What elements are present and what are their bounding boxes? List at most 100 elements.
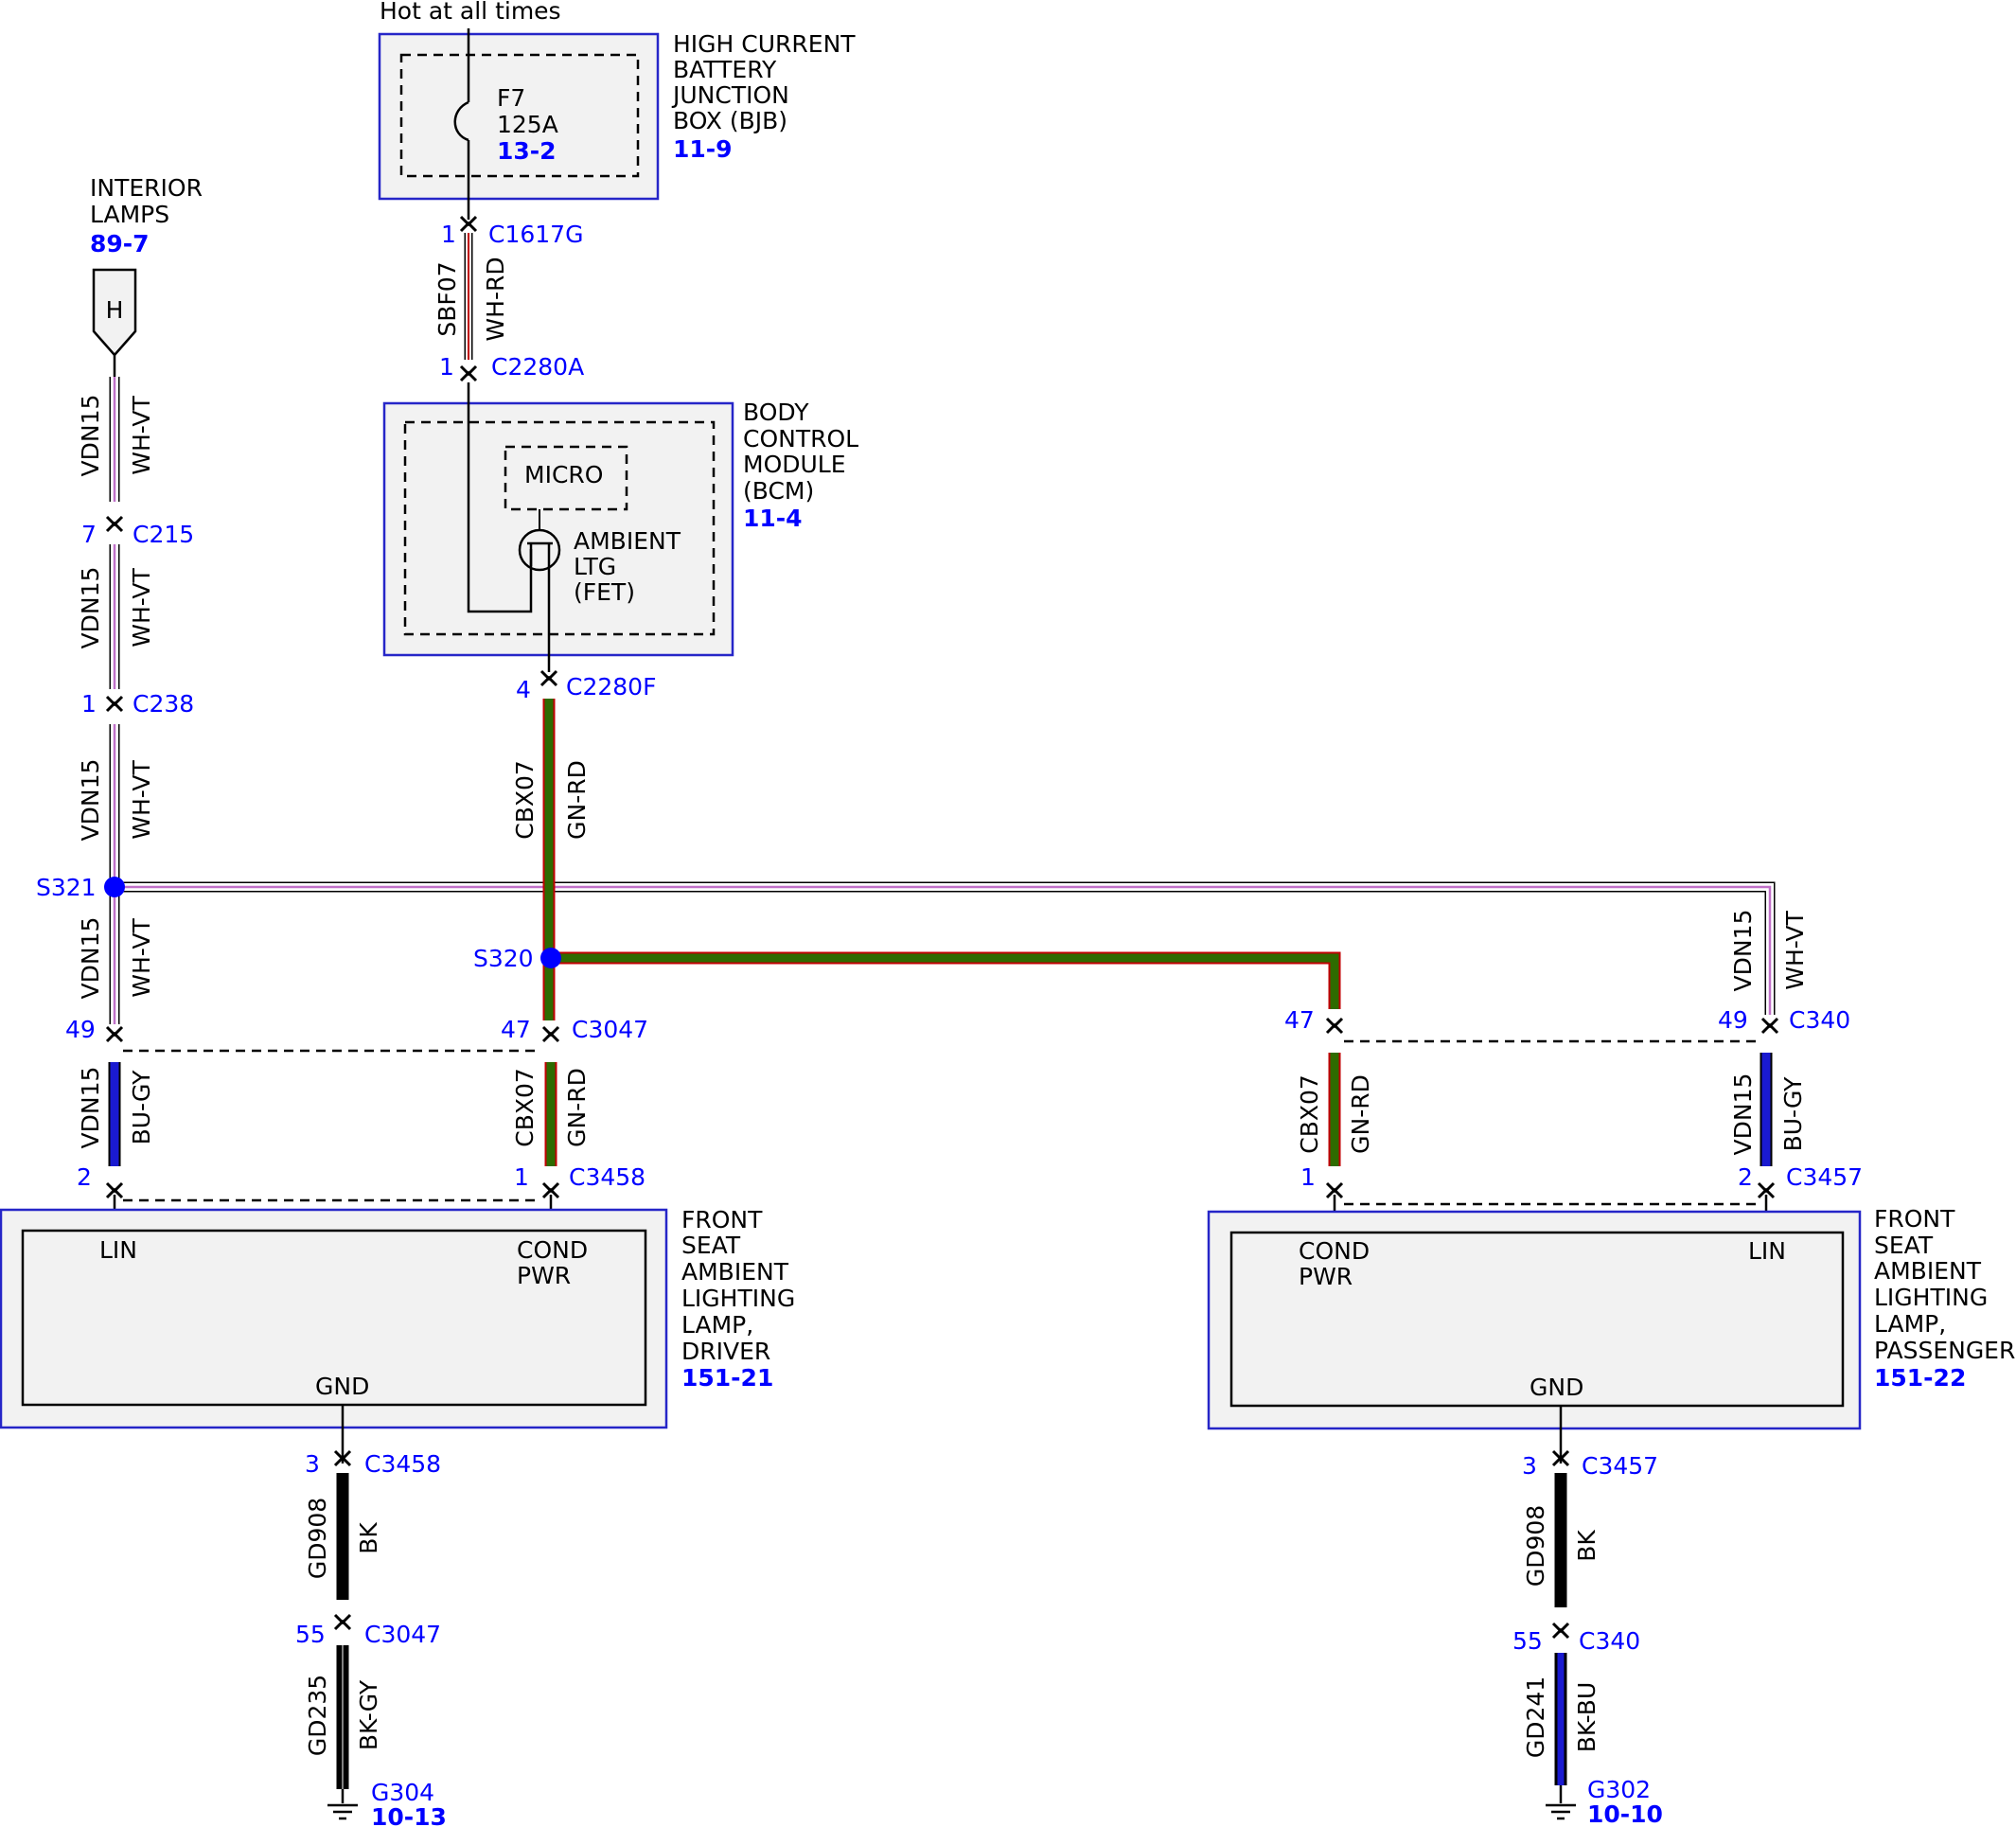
- fuse-ref-link[interactable]: 13-2: [497, 137, 557, 165]
- diagram-text: BU-GY: [128, 1070, 155, 1145]
- connector-c2280a-icon: [459, 364, 478, 382]
- pin-gnd-label: GND: [315, 1373, 369, 1400]
- connector-pin: 2: [1738, 1163, 1753, 1191]
- diagram-text: H: [106, 296, 124, 324]
- ground-g304-label: G304: [371, 1779, 434, 1806]
- connector-pin: 4: [516, 676, 531, 703]
- diagram-text: GD908: [304, 1498, 331, 1579]
- diagram-text: WH-VT: [128, 396, 155, 475]
- diagram-text: FRONT: [1874, 1205, 1955, 1233]
- splice-s321-label: S321: [36, 874, 97, 901]
- bjb-ref-link[interactable]: 11-9: [673, 135, 733, 163]
- connector-label: C3458: [364, 1450, 441, 1478]
- connector-label: C3047: [364, 1621, 441, 1648]
- driver-lamp-ref-link[interactable]: 151-21: [681, 1364, 773, 1392]
- diagram-text: (BCM): [743, 477, 814, 505]
- diagram-text: FRONT: [681, 1206, 763, 1233]
- connector-pin: 1: [441, 221, 456, 248]
- bjb-box: F7 125A 13-2: [378, 28, 660, 220]
- diagram-text: WH-VT: [128, 760, 155, 840]
- connector-c3047-label: C3047: [572, 1016, 648, 1043]
- diagram-text: (FET): [574, 578, 635, 606]
- diagram-text: CBX07: [511, 760, 539, 840]
- connector-c238-icon: [105, 695, 124, 713]
- wire-circuit-label: SBF07: [433, 261, 461, 336]
- bcm-label: BODY CONTROL MODULE (BCM) 11-4: [743, 399, 858, 532]
- bjb-label: HIGH CURRENT BATTERY JUNCTION BOX (BJB) …: [671, 30, 856, 163]
- passenger-lamp-ref-link[interactable]: 151-22: [1874, 1364, 1966, 1392]
- diagram-text: GN-RD: [1347, 1074, 1374, 1154]
- diagram-text: BK-GY: [355, 1679, 382, 1750]
- diagram-text: WH-VT: [128, 568, 155, 647]
- connector-pin: 3: [1522, 1452, 1537, 1480]
- connector-label: C340: [1579, 1627, 1640, 1655]
- splice-s320-label: S320: [473, 945, 534, 972]
- connector-icon: [105, 1025, 124, 1043]
- diagram-text: LAMP,: [681, 1311, 753, 1339]
- pin-lin-label: LIN: [1748, 1237, 1786, 1265]
- diagram-text: INTERIOR: [90, 174, 203, 202]
- diagram-text: GN-RD: [563, 760, 591, 840]
- splice-s320-icon: [540, 948, 561, 968]
- pin-lin-label: LIN: [99, 1236, 137, 1264]
- diagram-text: HIGH CURRENT: [673, 30, 856, 58]
- connector-c2280f-label: C2280F: [566, 673, 656, 701]
- diagram-text: BOX (BJB): [673, 107, 787, 134]
- diagram-text: COND: [517, 1236, 588, 1264]
- connector-pin: 1: [81, 690, 97, 718]
- diagram-text: PASSENGER: [1874, 1337, 2015, 1364]
- wire-vdn15-horizontal[interactable]: [115, 881, 1776, 1015]
- diagram-text: LIGHTING: [681, 1285, 795, 1312]
- connector-pin: 7: [81, 521, 97, 548]
- connector-pin: 3: [305, 1450, 320, 1478]
- diagram-text: BK-BU: [1573, 1682, 1600, 1753]
- diagram-text: VDN15: [77, 917, 104, 1000]
- diagram-text: LTG: [574, 553, 616, 580]
- source-label: Hot at all times: [380, 0, 561, 25]
- connector-c215-label: C215: [133, 521, 194, 548]
- wire-color-label: WH-RD: [482, 257, 509, 341]
- diagram-text: VDN15: [1729, 1073, 1757, 1156]
- diagram-text: WH-VT: [128, 918, 155, 998]
- connector-pin: 49: [1718, 1006, 1748, 1034]
- diagram-text: VDN15: [77, 395, 104, 477]
- diagram-text: BU-GY: [1779, 1076, 1807, 1152]
- diagram-text: LAMPS: [90, 201, 169, 228]
- diagram-text: VDN15: [77, 567, 104, 649]
- connector-c1617g-label: C1617G: [488, 221, 583, 248]
- ground-g304-ref-link[interactable]: 10-13: [371, 1803, 447, 1827]
- diagram-text: PWR: [1299, 1263, 1353, 1290]
- connector-c3458-label: C3458: [569, 1163, 645, 1191]
- ground-g302-ref-link[interactable]: 10-10: [1587, 1800, 1663, 1827]
- diagram-text: DRIVER: [681, 1338, 770, 1365]
- connector-pin: 55: [1512, 1627, 1543, 1655]
- diagram-text: WH-VT: [1781, 911, 1809, 990]
- connector-icon: [1551, 1622, 1570, 1640]
- diagram-text: CBX07: [511, 1068, 539, 1147]
- diagram-text: AMBIENT: [574, 527, 681, 555]
- connector-c238-label: C238: [133, 690, 194, 718]
- pin-gnd-label: GND: [1530, 1374, 1583, 1401]
- ground-icon: [327, 1789, 358, 1820]
- diagram-text: MODULE: [743, 451, 846, 478]
- ground-icon: [1546, 1785, 1576, 1820]
- diagram-text: BODY: [743, 399, 809, 426]
- connector-pin: 49: [65, 1016, 96, 1043]
- bcm-ref-link[interactable]: 11-4: [743, 505, 803, 532]
- diagram-text: COND: [1299, 1237, 1370, 1265]
- diagram-text: SEAT: [681, 1232, 741, 1259]
- diagram-text: GD235: [304, 1675, 331, 1756]
- harness-tag-icon: H: [92, 268, 137, 357]
- diagram-text: VDN15: [77, 759, 104, 842]
- diagram-text: JUNCTION: [671, 81, 789, 109]
- diagram-text: BK: [1573, 1530, 1600, 1562]
- diagram-text: BATTERY: [673, 56, 777, 83]
- connector-icon: [1760, 1017, 1779, 1035]
- connector-label: C3457: [1582, 1452, 1658, 1480]
- diagram-text: LAMP,: [1874, 1310, 1946, 1338]
- bcm-micro-label: MICRO: [524, 461, 603, 488]
- diagram-text: CBX07: [1296, 1074, 1323, 1154]
- interior-lamps-ref-link[interactable]: 89-7: [90, 230, 150, 257]
- wire-cbx07-main[interactable]: [542, 699, 1341, 1020]
